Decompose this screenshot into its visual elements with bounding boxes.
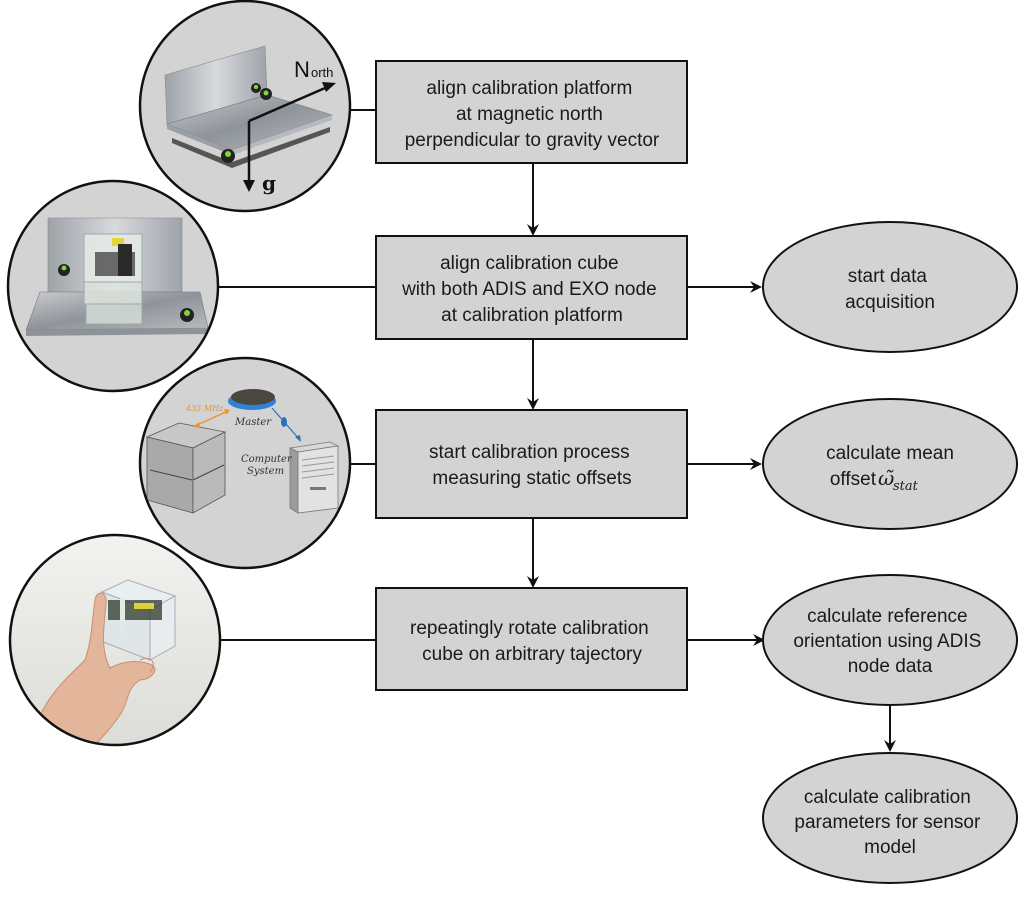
outcome2-line1: calculate mean (826, 443, 954, 464)
photo-calibration-platform: N orth g (138, 0, 352, 213)
north-arrow (248, 83, 333, 123)
svg-text:calculate mean: calculate mean (826, 443, 954, 464)
outcome3-line2: orientation using ADIS (793, 631, 981, 652)
outcome-ellipse-2: calculate mean offset ω̃ stat (762, 398, 1018, 530)
step2-line2: with both ADIS and EXO node (401, 279, 657, 300)
master-label: Master (234, 417, 272, 428)
outcome4-line3: model (864, 837, 916, 858)
omega-symbol: ω̃ (878, 466, 894, 490)
step4-line1: repeatingly rotate calibration (410, 618, 649, 639)
step3-line2: measuring static offsets (432, 468, 631, 489)
outcome-ellipse-3: calculate reference orientation using AD… (762, 574, 1018, 706)
outcome2-line2: offset (830, 469, 877, 490)
outcome-ellipse-4: calculate calibration parameters for sen… (762, 752, 1018, 884)
step-box-1: align calibration platform at magnetic n… (375, 60, 688, 164)
photo-hand-rotating-cube (8, 533, 222, 747)
photo-cube-on-platform (6, 179, 220, 393)
step1-line3: perpendicular to gravity vector (405, 130, 660, 151)
step1-line1: align calibration platform (426, 78, 632, 99)
computer-label-1: Computer (241, 454, 293, 465)
outcome4-line1: calculate calibration (804, 787, 971, 808)
step-box-3: start calibration process measuring stat… (375, 409, 688, 519)
omega-subscript: stat (893, 479, 919, 494)
svg-text:repeatingly rotate calibration: repeatingly rotate calibration cube on a… (410, 618, 654, 665)
outcome4-line2: parameters for sensor (794, 812, 981, 833)
outcome3-line1: calculate reference (807, 606, 968, 627)
step-box-2: align calibration cube with both ADIS an… (375, 235, 688, 340)
step3-line1: start calibration process (429, 442, 630, 463)
step4-line2: cube on arbitrary tajectory (422, 644, 642, 665)
computer-label-2: System (247, 466, 284, 477)
outcome1-line2: acquisition (845, 292, 935, 313)
svg-text:start calibration process: start calibration process measuring stat… (429, 442, 635, 489)
photo-system-overview: 433 MHz Master Computer System (138, 356, 352, 570)
gravity-label: g (262, 171, 276, 195)
outcome1-line1: start data (848, 266, 928, 287)
freq-label: 433 MHz (185, 404, 224, 413)
step2-line1: align calibration cube (440, 253, 619, 274)
step1-line2: at magnetic north (456, 104, 603, 125)
svg-text:align calibration cube w: align calibration cube with both ADIS an… (401, 253, 662, 326)
outcome3-line3: node data (848, 656, 933, 677)
svg-text:align calibration platform: align calibration platform at magnetic n… (405, 78, 660, 151)
svg-text:calculate calibration pa: calculate calibration parameters for sen… (794, 787, 985, 858)
north-sub-label: orth (311, 65, 333, 80)
step2-line3: at calibration platform (441, 305, 623, 326)
north-label: N (294, 57, 310, 82)
svg-text:calculate reference orie: calculate reference orientation using AD… (793, 606, 986, 677)
outcome-ellipse-1: start data acquisition (762, 221, 1018, 353)
step-box-4: repeatingly rotate calibration cube on a… (375, 587, 688, 691)
svg-text:start data acquisition: start data acquisition (845, 266, 935, 313)
